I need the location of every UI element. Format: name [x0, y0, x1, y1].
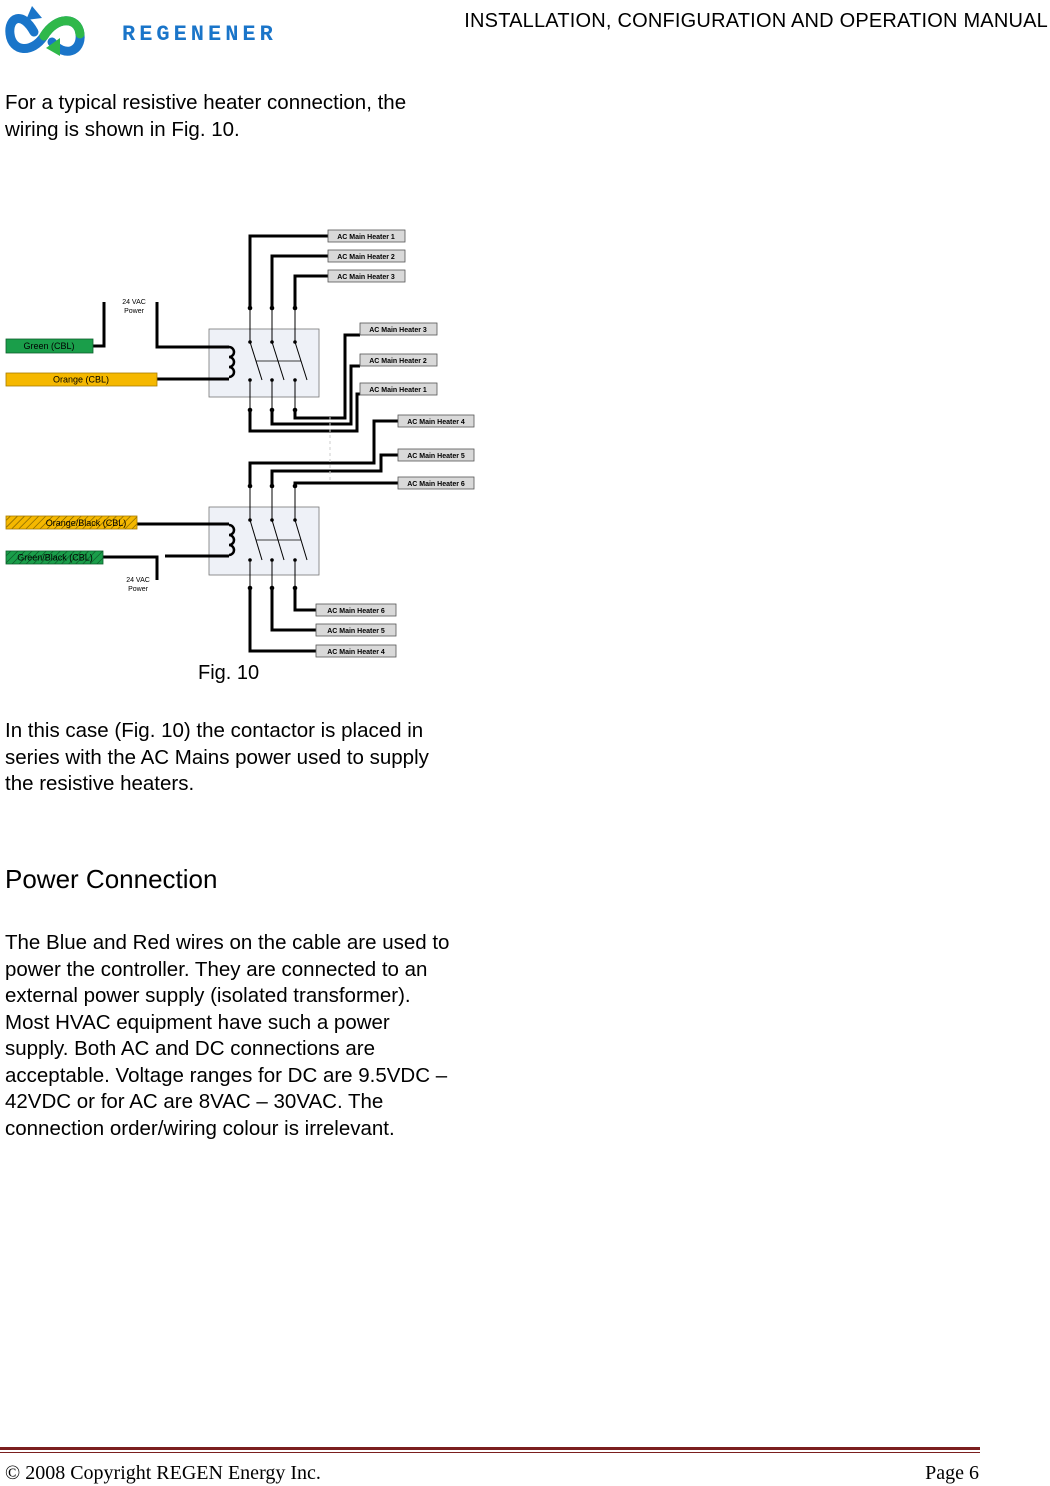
explanation-paragraph: In this case (Fig. 10) the contactor is …: [5, 718, 475, 798]
terminal-label: AC Main Heater 6: [407, 481, 465, 488]
terminal-label-box: [327, 249, 406, 263]
wire-orange-label: [5, 372, 158, 387]
terminal-label: AC Main Heater 3: [337, 274, 395, 281]
contactor-body: [208, 328, 320, 398]
wire-label: Orange/Black (CBL): [46, 518, 127, 528]
paragraph-line: connection order/wiring colour is irrele…: [5, 1116, 395, 1140]
terminal-label: AC Main Heater 5: [407, 453, 465, 460]
paragraph-line: The Blue and Red wires on the cable are …: [5, 931, 450, 954]
terminal-label-box: [359, 322, 438, 336]
power-connection-paragraph: The Blue and Red wires on the cable are …: [5, 930, 475, 1142]
footer-page-number: Page 6: [925, 1462, 979, 1484]
terminal-label: AC Main Heater 6: [327, 608, 385, 615]
terminal-label-box: [315, 603, 397, 617]
paragraph-line: acceptable. Voltage ranges for DC are 9.…: [5, 1063, 448, 1087]
paragraph-line: supply. Both AC and DC connections are: [5, 1037, 375, 1060]
intro-line: For a typical resistive heater connectio…: [5, 91, 407, 114]
terminal-label-box: [397, 414, 475, 428]
top-contactor: AC Main Heater 1 AC Main Heater 2 AC Mai…: [5, 229, 438, 433]
wiring-diagram: AC Main Heater 1 AC Main Heater 2 AC Mai…: [5, 229, 475, 658]
explanation-line: the resistive heaters.: [5, 772, 195, 795]
contactor-body: [208, 506, 320, 576]
logo-wordmark: REGENENERGY: [122, 22, 274, 47]
paragraph-line: power the controller. They are connected…: [5, 957, 428, 981]
terminal-label-box: [327, 269, 406, 283]
section-heading: Power Connection: [5, 864, 218, 894]
wire-green-label: [5, 338, 94, 354]
terminal-label: AC Main Heater 1: [369, 387, 427, 394]
terminal-label-box: [359, 382, 438, 396]
paragraph-line: Most HVAC equipment have such a power: [5, 1010, 390, 1034]
terminal-label-box: [397, 476, 475, 490]
wire-label: Orange (CBL): [53, 375, 109, 385]
footer-divider-thin: [0, 1452, 980, 1453]
intro-line: wiring is shown in Fig. 10.: [5, 117, 240, 141]
terminal-label: AC Main Heater 2: [337, 254, 395, 261]
footer-divider: [0, 1447, 980, 1450]
figure-caption: Fig. 10: [198, 662, 260, 684]
paragraph-line: external power supply (isolated transfor…: [5, 984, 411, 1007]
terminal-label-box: [327, 229, 406, 243]
terminal-label: AC Main Heater 4: [407, 419, 465, 426]
paragraph-line: 42VDC or for AC are 8VAC – 30VAC. The: [5, 1090, 384, 1113]
explanation-line: series with the AC Mains power used to s…: [5, 745, 429, 769]
footer-copyright: © 2008 Copyright REGEN Energy Inc.: [5, 1462, 321, 1484]
document-title: INSTALLATION, CONFIGURATION AND OPERATIO…: [464, 10, 1048, 32]
terminal-label-box: [315, 623, 397, 637]
power-label: 24 VAC: [122, 299, 146, 306]
power-label: Power: [128, 586, 149, 593]
wire-label: Green/Black (CBL): [17, 553, 93, 563]
power-label: 24 VAC: [126, 577, 150, 584]
power-label: Power: [124, 308, 145, 315]
terminal-label: AC Main Heater 4: [327, 649, 385, 656]
terminal-label: AC Main Heater 3: [369, 327, 427, 334]
wire-green-black-label: [5, 550, 104, 565]
coil-icon: [228, 523, 236, 557]
terminal-label-box: [315, 644, 397, 658]
bottom-contactor: AC Main Heater 4 AC Main Heater 5 AC Mai…: [5, 414, 475, 658]
wire-label: Green (CBL): [23, 341, 74, 351]
terminal-label: AC Main Heater 1: [337, 234, 395, 241]
terminal-label: AC Main Heater 5: [327, 628, 385, 635]
terminal-label: AC Main Heater 2: [369, 358, 427, 365]
coil-icon: [228, 345, 236, 379]
regen-energy-logo: REGENENERGY: [5, 6, 274, 56]
terminal-label-box: [397, 448, 475, 462]
intro-paragraph: For a typical resistive heater connectio…: [5, 90, 475, 143]
terminal-label-box: [359, 353, 438, 367]
wire-orange-black-label: [5, 515, 138, 530]
explanation-line: In this case (Fig. 10) the contactor is …: [5, 719, 424, 742]
